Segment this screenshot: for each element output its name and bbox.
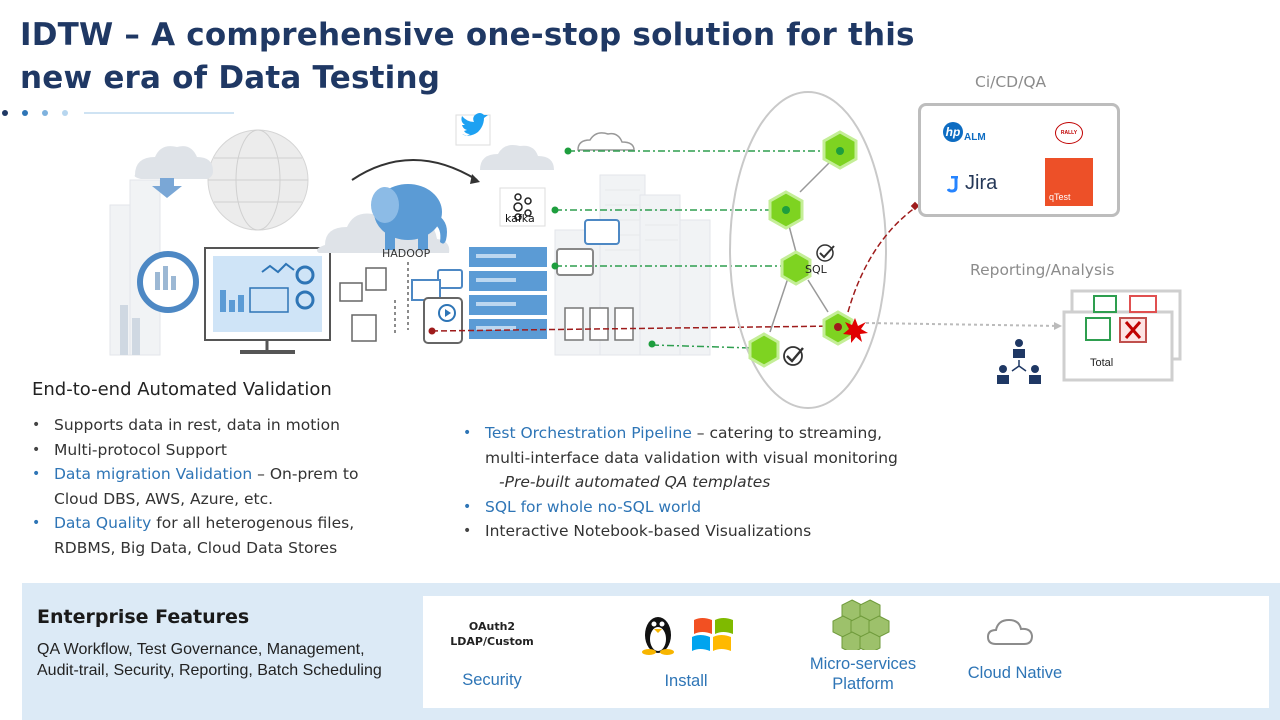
error-burst-icon	[843, 318, 868, 343]
reporting-arrow-head	[1054, 322, 1062, 330]
hadoop-elephant-icon	[317, 159, 480, 253]
globe-icon	[207, 129, 309, 231]
list-item: Data Quality for all heterogenous files,…	[30, 511, 430, 560]
install-os-icons	[642, 617, 733, 655]
enterprise-title: Enterprise Features	[37, 606, 250, 628]
title-line-2: new era of Data Testing	[20, 60, 441, 96]
cloud-download-icon	[134, 146, 213, 198]
jira-label: Jira	[965, 172, 998, 194]
check-icon	[816, 244, 835, 262]
hp-logo-icon: hp	[943, 122, 963, 142]
hadoop-label: HADOOP	[382, 247, 431, 260]
cicd-label: Ci/CD/QA	[975, 73, 1047, 91]
dot-light	[62, 110, 68, 116]
list-item: Interactive Notebook-based Visualization…	[461, 519, 961, 544]
windows-logo-icon	[692, 618, 733, 651]
dot-blue	[22, 110, 28, 116]
reporting-label: Reporting/Analysis	[970, 261, 1115, 279]
validation-list: Supports data in rest, data in motion Mu…	[30, 413, 430, 560]
hadoop-connectors	[394, 262, 409, 335]
alm-label: ALM	[964, 132, 986, 143]
cloud-icons	[480, 132, 635, 170]
pipeline-node-final	[748, 332, 780, 368]
highlight-text: Test Orchestration Pipeline	[485, 424, 692, 442]
validation-heading: End-to-end Automated Validation	[32, 379, 332, 400]
divider-line	[84, 112, 234, 114]
architecture-illustration: HADOOP kafka	[109, 91, 1182, 409]
pipeline-node-2	[768, 190, 804, 230]
linux-penguin-icon	[642, 617, 674, 655]
red-flow-line	[431, 325, 839, 332]
rally-logo-icon: RALLY	[1055, 122, 1083, 144]
phone-icon	[423, 297, 463, 344]
dot-mid	[42, 110, 48, 116]
pipeline-node-sql	[780, 250, 812, 286]
security-auth-methods: OAuth2 LDAP/Custom	[450, 620, 534, 648]
cloud-icon	[986, 618, 1034, 645]
cicd-tools-box: hp ALM RALLY Jira qTest	[918, 103, 1120, 217]
sql-label: SQL	[805, 263, 828, 276]
list-item: SQL for whole no-SQL world	[461, 495, 961, 520]
list-item: Multi-protocol Support	[30, 438, 430, 463]
skyline-windows	[605, 189, 678, 251]
dot-dark	[2, 110, 8, 116]
pipeline-node-1	[822, 130, 858, 170]
decorative-dots	[0, 106, 240, 120]
pipeline-arrows	[769, 161, 831, 333]
magnifier-analysis-icon	[120, 251, 199, 355]
feature-microservices: Micro-services Platform	[809, 655, 917, 693]
list-item: Supports data in rest, data in motion	[30, 413, 430, 438]
small-server-icons	[564, 307, 634, 341]
pipeline-node-error	[822, 310, 854, 346]
highlight-text: SQL for whole no-SQL world	[485, 497, 702, 516]
highlight-text: Data Quality	[54, 514, 152, 532]
title-line-1: IDTW – A comprehensive one-stop solution…	[20, 17, 915, 53]
team-icon	[997, 339, 1041, 384]
kafka-icon	[499, 187, 546, 227]
qtest-logo-icon: qTest	[1045, 158, 1093, 206]
cicd-connector	[847, 206, 917, 313]
feature-cloud-native: Cloud Native	[967, 664, 1063, 682]
chat-bubble-icons	[411, 219, 620, 301]
server-rack-icon	[467, 245, 549, 341]
pipeline-list: Test Orchestration Pipeline – catering t…	[461, 421, 961, 544]
feature-security: Security	[462, 671, 522, 689]
monitor-dashboard-icon	[204, 247, 331, 354]
pipeline-connectors	[555, 150, 828, 349]
pipeline-ellipse	[729, 91, 887, 409]
twitter-icon	[455, 113, 491, 146]
red-flow-dot	[428, 327, 436, 335]
highlight-text: Data migration Validation	[54, 465, 253, 483]
connector-dots	[551, 147, 656, 348]
feature-install: Install	[664, 672, 708, 690]
microservices-hexagons-icon	[832, 599, 890, 650]
slide-title: IDTW – A comprehensive one-stop solution…	[20, 14, 920, 100]
list-item: Data migration Validation – On-prem toCl…	[30, 462, 430, 511]
final-check-icon	[783, 346, 804, 366]
enterprise-description: QA Workflow, Test Governance, Management…	[37, 641, 382, 679]
reporting-connector	[865, 322, 1061, 327]
jira-logo-icon	[946, 175, 963, 193]
qtest-label: qTest	[1049, 192, 1071, 202]
kafka-label: kafka	[505, 212, 535, 225]
storage-icons	[339, 267, 387, 342]
report-total-label: Total	[1090, 357, 1113, 369]
report-cards	[1062, 289, 1182, 382]
list-item: Test Orchestration Pipeline – catering t…	[461, 421, 961, 495]
